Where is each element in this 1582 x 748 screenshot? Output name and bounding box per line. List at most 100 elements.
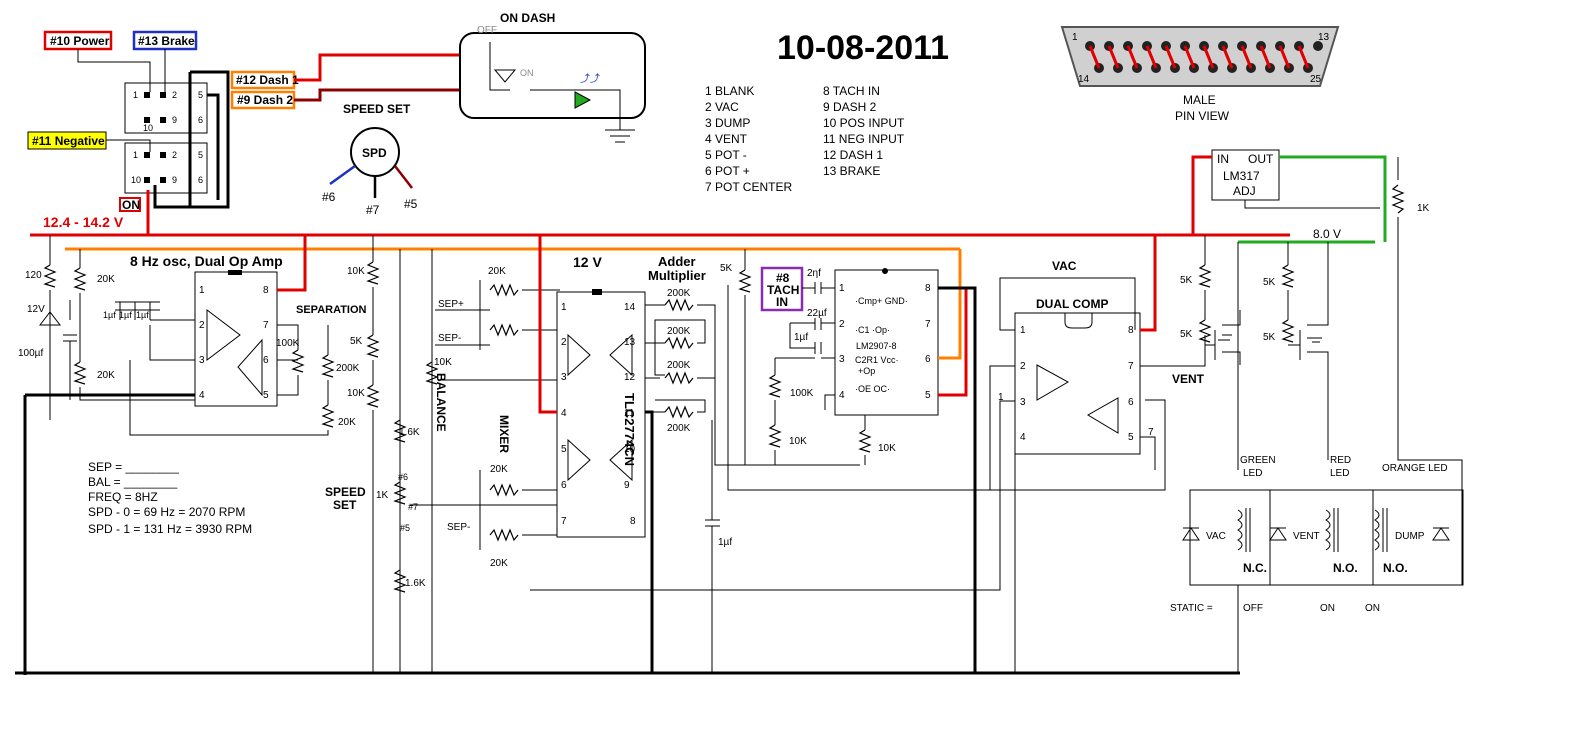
svg-text:13: 13 xyxy=(624,337,636,348)
svg-text:ON: ON xyxy=(1320,603,1335,614)
svg-text:FREQ = 8HZ: FREQ = 8HZ xyxy=(88,490,158,504)
svg-text:2: 2 xyxy=(561,337,567,348)
svg-text:9: 9 xyxy=(624,480,630,491)
svg-text:2: 2 xyxy=(172,90,177,100)
svg-text:10K: 10K xyxy=(347,266,365,277)
power-tag: #10 Power xyxy=(50,34,110,48)
svg-text:12V: 12V xyxy=(27,304,45,315)
svg-text:7: 7 xyxy=(561,516,567,527)
svg-text:14: 14 xyxy=(624,302,636,313)
svg-text:4: 4 xyxy=(839,390,845,401)
svg-text:#5: #5 xyxy=(400,523,410,533)
svg-text:#7: #7 xyxy=(366,203,380,217)
svg-text:3 DUMP: 3 DUMP xyxy=(705,116,750,130)
svg-text:+Op: +Op xyxy=(858,366,875,376)
connector-pin-link xyxy=(1221,45,1234,69)
svg-text:10K: 10K xyxy=(878,443,896,454)
svg-text:8 TACH IN: 8 TACH IN xyxy=(823,84,880,98)
svg-text:IN: IN xyxy=(776,295,788,309)
svg-text:200K: 200K xyxy=(667,360,691,371)
svg-text:2: 2 xyxy=(172,150,177,160)
svg-text:2: 2 xyxy=(1020,361,1026,372)
svg-text:10: 10 xyxy=(143,123,153,133)
driver-stage: 5K 5K 5K 5K xyxy=(1180,235,1329,470)
oscillator-block: 8 Hz osc, Dual Op Amp 1 2 3 4 8 7 6 5 SE… xyxy=(18,235,367,675)
svg-text:20K: 20K xyxy=(338,417,356,428)
svg-text:25: 25 xyxy=(1310,74,1322,85)
svg-text:10: 10 xyxy=(624,444,636,455)
svg-text:RED: RED xyxy=(1330,455,1351,466)
tach-lm2907: #8 TACH IN 1 2 3 4 8 7 6 5 ·Cmp+ GND· ·C… xyxy=(760,249,977,673)
svg-text:100µf: 100µf xyxy=(18,348,43,359)
svg-text:6: 6 xyxy=(198,175,203,185)
svg-text:1µf: 1µf xyxy=(119,310,132,320)
dash2-tag: #9 Dash 2 xyxy=(237,93,293,107)
svg-text:6 POT +: 6 POT + xyxy=(705,164,750,178)
svg-text:20K: 20K xyxy=(488,266,506,277)
svg-text:10K: 10K xyxy=(347,388,365,399)
svg-text:Adder: Adder xyxy=(658,254,696,269)
svg-text:12: 12 xyxy=(624,372,636,383)
svg-text:200K: 200K xyxy=(336,363,360,374)
svg-text:9: 9 xyxy=(172,115,177,125)
svg-text:5: 5 xyxy=(263,390,269,401)
svg-text:10K: 10K xyxy=(434,357,452,368)
svg-text:ORANGE LED: ORANGE LED xyxy=(1382,463,1448,474)
svg-text:GREEN: GREEN xyxy=(1240,455,1276,466)
connector-pin-link xyxy=(1183,45,1196,69)
svg-text:SPD: SPD xyxy=(362,146,387,160)
svg-text:1: 1 xyxy=(561,302,567,313)
svg-text:5 POT -: 5 POT - xyxy=(705,148,747,162)
svg-text:3: 3 xyxy=(199,355,205,366)
svg-text:SPD - 1 = 131 Hz = 3930 RPM: SPD - 1 = 131 Hz = 3930 RPM xyxy=(88,522,252,536)
svg-text:11 NEG INPUT: 11 NEG INPUT xyxy=(823,132,905,146)
svg-text:10K: 10K xyxy=(789,436,807,447)
connector-pin-link xyxy=(1240,45,1253,69)
svg-text:SPEED SET: SPEED SET xyxy=(343,102,411,116)
svg-text:4 VENT: 4 VENT xyxy=(705,132,748,146)
svg-text:5: 5 xyxy=(561,444,567,455)
svg-text:8: 8 xyxy=(1128,325,1134,336)
connector-pin-link xyxy=(1202,45,1215,69)
rail-voltage-label: 12.4 - 14.2 V xyxy=(43,214,124,230)
dash1-tag: #12 Dash 1 xyxy=(236,73,299,87)
svg-text:22µf: 22µf xyxy=(807,308,827,319)
db25-connector: 1 13 14 25 MALE PIN VIEW xyxy=(1060,26,1340,123)
svg-text:SEPARATION: SEPARATION xyxy=(296,304,367,316)
svg-text:OUT: OUT xyxy=(1248,152,1274,166)
svg-text:VAC: VAC xyxy=(1206,531,1226,542)
svg-text:8.0 V: 8.0 V xyxy=(1313,227,1341,241)
svg-text:10 POS INPUT: 10 POS INPUT xyxy=(823,116,905,130)
svg-text:IN: IN xyxy=(1217,152,1229,166)
calibration-notes: SEP = ________ BAL = ________ FREQ = 8HZ… xyxy=(88,460,252,536)
svg-text:SPD - 0 = 69 Hz = 2070 RPM: SPD - 0 = 69 Hz = 2070 RPM xyxy=(88,505,245,519)
svg-text:N.O.: N.O. xyxy=(1383,561,1408,575)
svg-text:2: 2 xyxy=(839,319,845,330)
svg-text:200K: 200K xyxy=(667,423,691,434)
on-tag-box xyxy=(119,197,141,212)
connector-pin-link xyxy=(1278,45,1291,69)
svg-text:12 V: 12 V xyxy=(573,254,602,270)
svg-text:N.C.: N.C. xyxy=(1243,561,1267,575)
brake-tag: #13 Brake xyxy=(138,34,195,48)
svg-text:#8: #8 xyxy=(776,271,790,285)
svg-text:N.O.: N.O. xyxy=(1333,561,1358,575)
svg-text:⤴⤴: ⤴⤴ xyxy=(580,72,600,85)
svg-text:5K: 5K xyxy=(1180,275,1193,286)
on-tag: ON xyxy=(122,198,140,212)
svg-text:9 DASH 2: 9 DASH 2 xyxy=(823,100,877,114)
svg-text:2 VAC: 2 VAC xyxy=(705,100,739,114)
svg-text:5K: 5K xyxy=(1180,329,1193,340)
svg-text:Multiplier: Multiplier xyxy=(648,268,706,283)
connector-pin-link xyxy=(1297,45,1310,69)
svg-text:1: 1 xyxy=(199,285,205,296)
svg-text:ADJ: ADJ xyxy=(1233,184,1256,198)
svg-text:10: 10 xyxy=(131,175,141,185)
svg-text:8 Hz osc, Dual Op Amp: 8 Hz osc, Dual Op Amp xyxy=(130,253,283,269)
svg-text:6: 6 xyxy=(925,354,931,365)
svg-text:#6: #6 xyxy=(398,472,408,482)
lm317-regulator: IN OUT LM317 ADJ 1K 8.0 V xyxy=(1191,149,1463,585)
connector-pin-link xyxy=(1088,45,1101,69)
negative-tag: #11 Negative xyxy=(32,134,105,148)
connector-pin-link xyxy=(1107,45,1120,69)
